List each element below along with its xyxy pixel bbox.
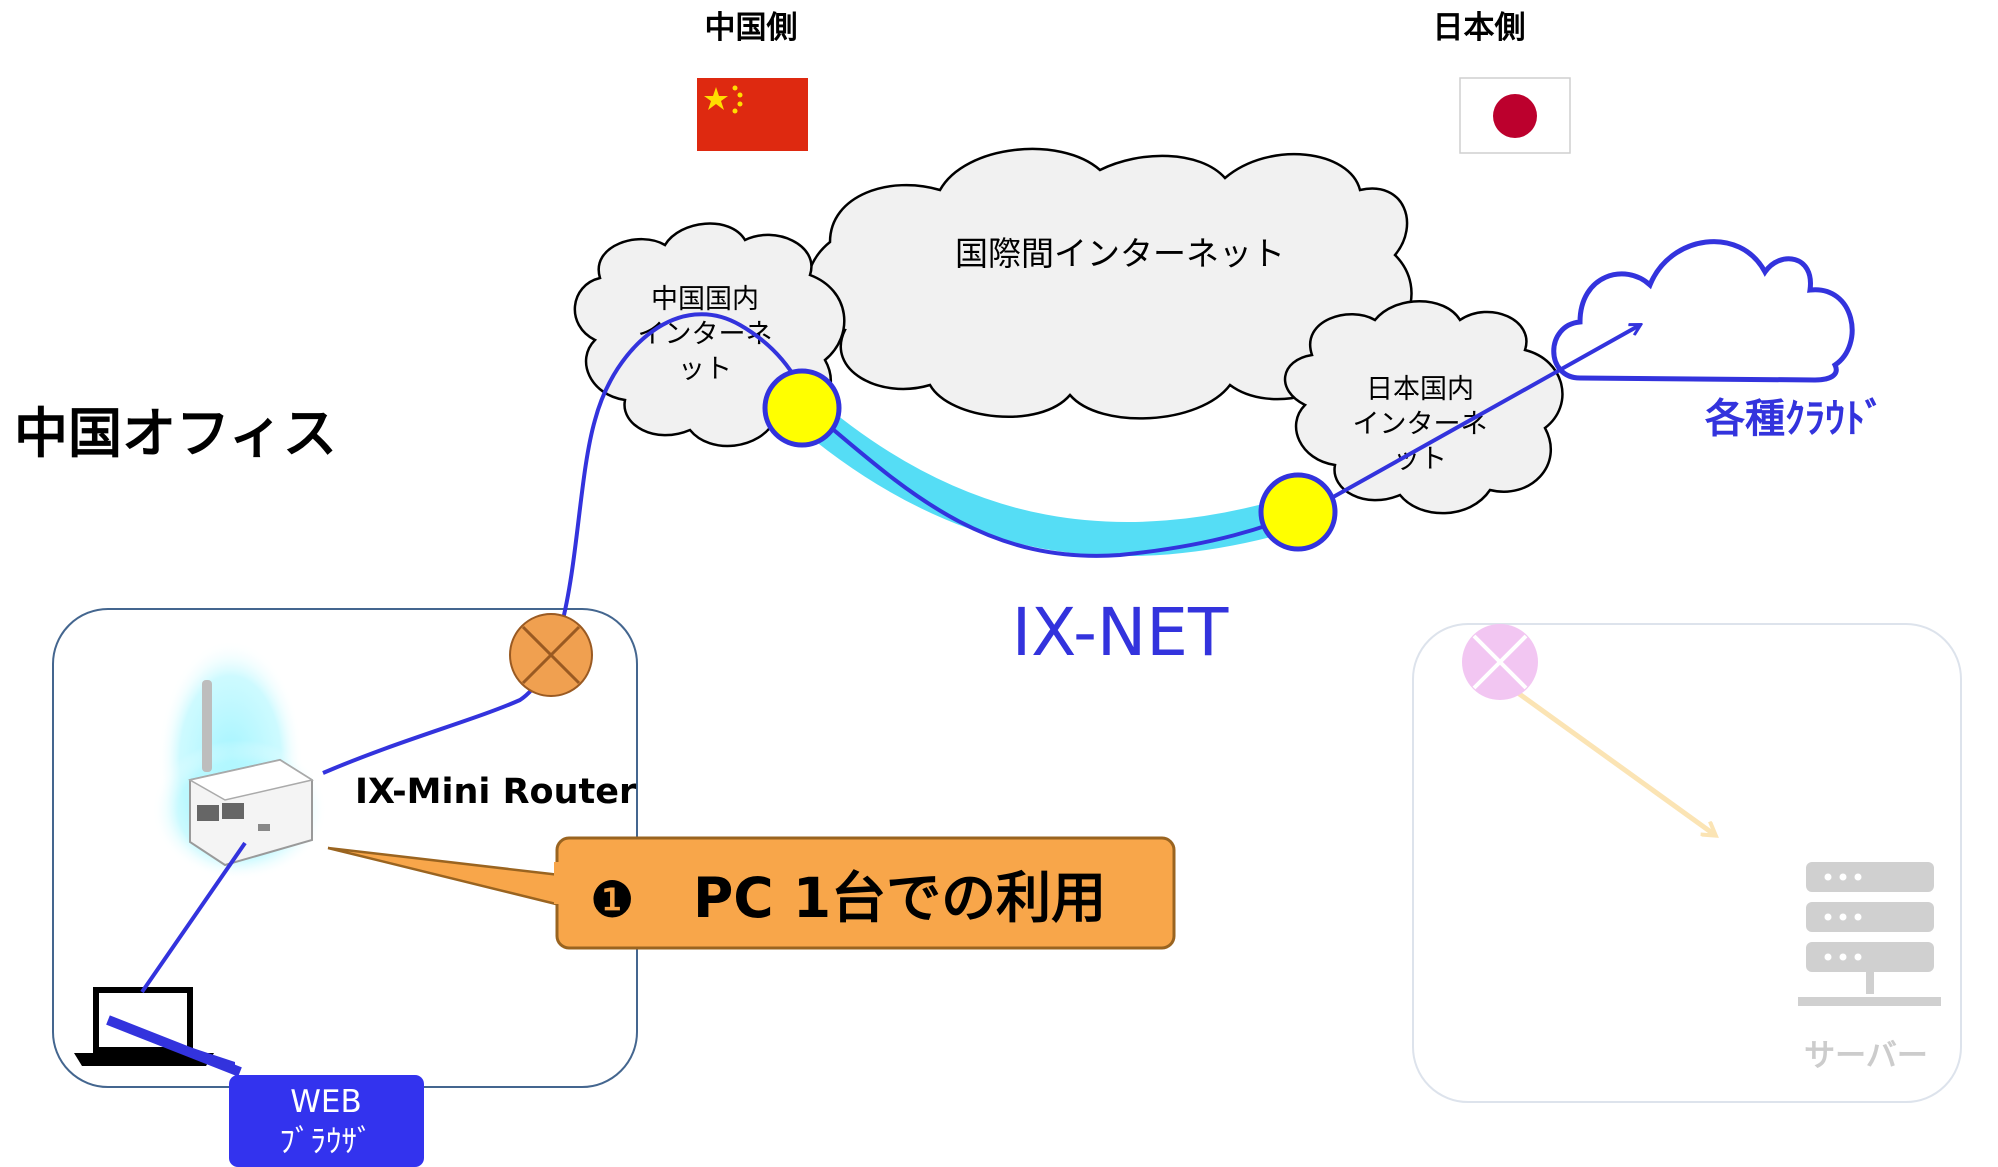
blocked-icon [509, 613, 593, 697]
intl-internet-label: 国際間インターネット [955, 234, 1285, 273]
cloud-icon [1551, 239, 1855, 383]
japan-flag-icon [1459, 77, 1571, 154]
blocked-faded-icon [1462, 624, 1538, 700]
web-label: WEB [290, 1084, 362, 1120]
server-icon [1798, 862, 1941, 1006]
japan-side-label: 日本側 [1433, 10, 1526, 46]
browser-label: ﾌﾞﾗｳｻﾞ [280, 1124, 373, 1160]
jp-domestic-cloud [1284, 300, 1564, 515]
router-icon [152, 640, 327, 880]
callout-text: PC 1台での利用 [693, 866, 1106, 930]
router-label: IX-Mini Router [355, 772, 637, 812]
china-side-label: 中国側 [705, 10, 798, 46]
jp-ixnet-endpoint [1258, 472, 1338, 552]
ixnet-tunnel [785, 391, 1315, 557]
callout-number: ❶ [590, 871, 635, 929]
jp-domestic-label-2: インターネ [1353, 409, 1488, 440]
web-browser-badge [229, 1075, 424, 1167]
server-label: サーバー [1804, 1038, 1928, 1074]
faded-server-arrow [1498, 677, 1715, 835]
browser-pointer-line [106, 1015, 242, 1077]
china-flag-icon [697, 78, 808, 151]
cloud-label: 各種ｸﾗｳﾄﾞ [1705, 396, 1885, 442]
callout-pointer [327, 846, 562, 907]
callout-joint [554, 862, 566, 904]
cn-domestic-label-3: ット [678, 354, 732, 385]
china-office-label: 中国オフィス [14, 402, 337, 465]
jp-domestic-label-1: 日本国内 [1366, 374, 1474, 405]
route-line [140, 314, 1640, 994]
cn-domestic-label-1: 中国国内 [651, 284, 759, 315]
japan-server-box [1412, 623, 1962, 1103]
ixnet-label: IX-NET [1012, 594, 1229, 671]
cn-ixnet-endpoint [762, 368, 842, 448]
